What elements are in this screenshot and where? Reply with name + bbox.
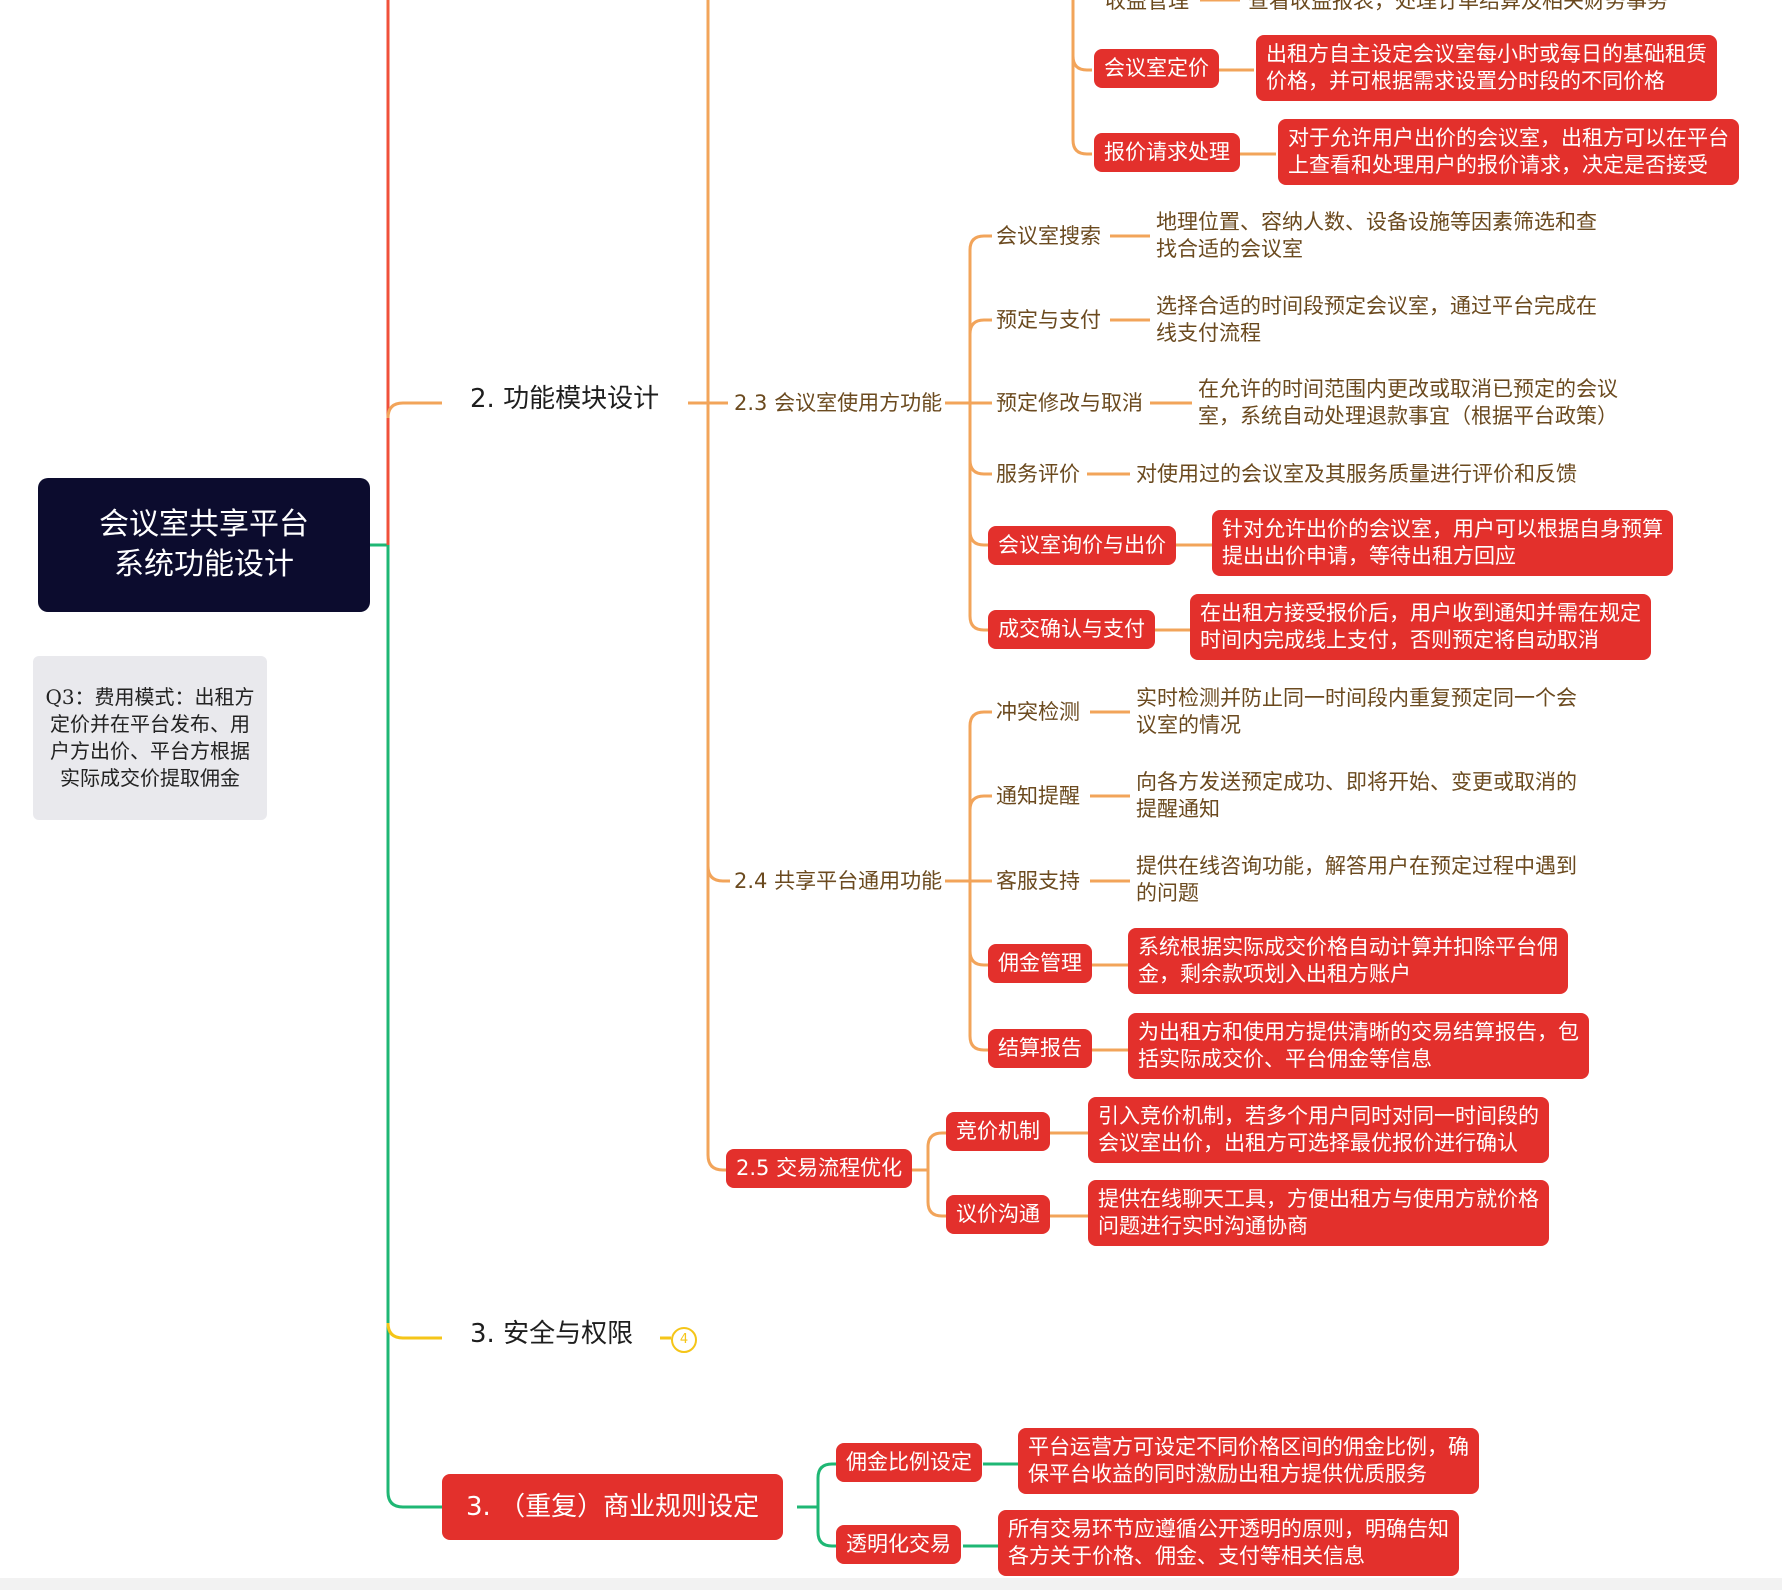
s23-item-modify-cancel-desc: 在允许的时间范围内更改或取消已预定的会议 室，系统自动处理退款事宜（根据平台政策… <box>1198 377 1618 428</box>
s24-item-notifications-desc: 向各方发送预定成功、即将开始、变更或取消的 提醒通知 <box>1136 770 1577 821</box>
s3-item-commission-rate[interactable]: 佣金比例设定 <box>836 1443 982 1482</box>
s25-item-bidding[interactable]: 竞价机制 <box>946 1112 1050 1151</box>
s3-item-commission-rate-desc: 平台运营方可设定不同价格区间的佣金比例，确 保平台收益的同时激励出租方提供优质服… <box>1018 1428 1479 1494</box>
s3-item-transparent-trade[interactable]: 透明化交易 <box>836 1525 961 1564</box>
s24-item-commission[interactable]: 佣金管理 <box>988 944 1092 983</box>
s23-item-search-desc: 地理位置、容纳人数、设备设施等因素筛选和查 找合适的会议室 <box>1156 210 1597 261</box>
section-2-5-title[interactable]: 2.5 交易流程优化 <box>726 1149 913 1188</box>
s23-item-search[interactable]: 会议室搜索 <box>996 224 1101 248</box>
s23-item-book-pay[interactable]: 预定与支付 <box>996 308 1101 332</box>
root-line-2: 系统功能设计 <box>114 547 294 582</box>
collapsed-count-badge[interactable]: 4 <box>671 1327 697 1353</box>
s24-item-settlement-desc: 为出租方和使用方提供清晰的交易结算报告，包 括实际成交价、平台佣金等信息 <box>1128 1013 1589 1079</box>
s23-item-inquiry-bid[interactable]: 会议室询价与出价 <box>988 526 1176 565</box>
bottom-scroll-area <box>0 1578 1782 1590</box>
s25-item-negotiation[interactable]: 议价沟通 <box>946 1195 1050 1234</box>
s24-item-conflict-detect-desc: 实时检测并防止同一时间段内重复预定同一个会 议室的情况 <box>1136 686 1577 737</box>
owner-item-pricing-desc: 出租方自主设定会议室每小时或每日的基础租赁 价格，并可根据需求设置分时段的不同价… <box>1256 35 1717 101</box>
s24-item-conflict-detect[interactable]: 冲突检测 <box>996 700 1080 724</box>
section-2-4-title[interactable]: 2.4 共享平台通用功能 <box>734 869 943 893</box>
owner-item-quote-requests[interactable]: 报价请求处理 <box>1094 133 1240 172</box>
branch-security[interactable]: 3. 安全与权限 <box>470 1319 634 1349</box>
s23-item-review[interactable]: 服务评价 <box>996 462 1080 486</box>
s23-item-inquiry-bid-desc: 针对允许出价的会议室，用户可以根据自身预算 提出出价申请，等待出租方回应 <box>1212 510 1673 576</box>
root-topic[interactable]: 会议室共享平台 系统功能设计 <box>38 478 370 612</box>
s24-item-settlement[interactable]: 结算报告 <box>988 1029 1092 1068</box>
s23-item-modify-cancel[interactable]: 预定修改与取消 <box>996 391 1143 415</box>
s23-item-review-desc: 对使用过的会议室及其服务质量进行评价和反馈 <box>1136 462 1577 486</box>
s25-item-negotiation-desc: 提供在线聊天工具，方便出租方与使用方就价格 问题进行实时沟通协商 <box>1088 1180 1549 1246</box>
s24-item-support-desc: 提供在线咨询功能，解答用户在预定过程中遇到 的问题 <box>1136 854 1577 905</box>
section-2-3-title[interactable]: 2.3 会议室使用方功能 <box>734 391 943 415</box>
s24-item-notifications[interactable]: 通知提醒 <box>996 784 1080 808</box>
owner-item-pricing[interactable]: 会议室定价 <box>1094 49 1219 88</box>
branch-business-rules[interactable]: 3. （重复）商业规则设定 <box>442 1474 784 1540</box>
owner-item-revenue-desc: 查看收益报表，处理订单结算及相关财务事务 <box>1248 0 1668 13</box>
s3-item-transparent-trade-desc: 所有交易环节应遵循公开透明的原则，明确告知 各方关于价格、佣金、支付等相关信息 <box>998 1510 1459 1576</box>
s23-item-confirm-pay-desc: 在出租方接受报价后，用户收到通知并需在规定 时间内完成线上支付，否则预定将自动取… <box>1190 594 1651 660</box>
s23-item-confirm-pay[interactable]: 成交确认与支付 <box>988 610 1155 649</box>
s24-item-support[interactable]: 客服支持 <box>996 869 1080 893</box>
s25-item-bidding-desc: 引入竞价机制，若多个用户同时对同一时间段的 会议室出价，出租方可选择最优报价进行… <box>1088 1097 1549 1163</box>
note-text: Q3：费用模式：出租方定价并在平台发布、用户方出价、平台方根据实际成交价提取佣金 <box>45 685 255 790</box>
s23-item-book-pay-desc: 选择合适的时间段预定会议室，通过平台完成在 线支付流程 <box>1156 294 1597 345</box>
owner-item-quote-requests-desc: 对于允许用户出价的会议室，出租方可以在平台 上查看和处理用户的报价请求，决定是否… <box>1278 119 1739 185</box>
root-line-1: 会议室共享平台 <box>99 507 309 542</box>
s24-item-commission-desc: 系统根据实际成交价格自动计算并扣除平台佣 金，剩余款项划入出租方账户 <box>1128 928 1568 994</box>
note-q3[interactable]: Q3：费用模式：出租方定价并在平台发布、用户方出价、平台方根据实际成交价提取佣金 <box>33 656 267 820</box>
branch-functional-modules[interactable]: 2. 功能模块设计 <box>470 384 660 414</box>
owner-item-revenue[interactable]: 收益管理 <box>1105 0 1189 13</box>
